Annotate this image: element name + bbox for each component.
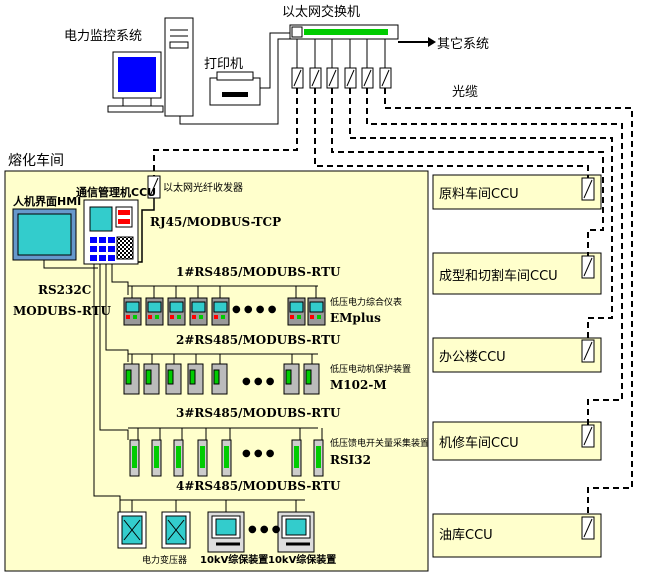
transformer-icon xyxy=(117,511,147,549)
protect2-label: 10kV综保装置 xyxy=(268,553,336,566)
printer-icon xyxy=(209,71,261,106)
fiber-cable-label: 光缆 xyxy=(452,84,478,100)
protect1-label: 10kV综保装置 xyxy=(200,553,268,566)
protection-relay-icon xyxy=(277,511,315,553)
ccu-label: 通信管理机CCU xyxy=(76,185,156,199)
transceiver-label: 以太网光纤收发器 xyxy=(163,181,243,194)
remote-ccu-label: 成型和切割车间CCU xyxy=(439,268,558,284)
bus2-devices xyxy=(123,354,320,395)
bus4-label: 4#RS485/MODUBS-RTU xyxy=(176,479,341,493)
hmi-label: 人机界面HMI xyxy=(13,194,81,208)
motor-module xyxy=(123,354,140,395)
protection-relay-icon xyxy=(207,511,245,553)
emplus-module xyxy=(307,286,326,326)
emplus-module xyxy=(145,286,164,326)
ethernet-switch-label: 以太网交换机 xyxy=(282,4,360,20)
dev1-desc: 低压电力综合仪表 xyxy=(330,296,402,308)
bus1-dots: ● ● ● ● xyxy=(232,304,277,315)
motor-module xyxy=(211,354,228,395)
bus3-devices xyxy=(129,428,324,477)
fiber-ports xyxy=(291,67,392,89)
hmi-screen xyxy=(12,208,77,261)
other-systems-label: 其它系统 xyxy=(437,36,489,52)
monitoring-system-label: 电力监控系统 xyxy=(64,29,142,44)
remote-ccu-box xyxy=(432,337,602,373)
fiber-routes xyxy=(153,88,633,517)
monitoring-computer xyxy=(107,17,194,117)
remote-ccu-box xyxy=(432,513,602,558)
emplus-module xyxy=(123,286,142,326)
motor-module xyxy=(283,354,300,395)
rsi-module xyxy=(221,428,232,477)
rsi-module xyxy=(151,428,162,477)
motor-module xyxy=(143,354,160,395)
transformer-icon xyxy=(161,511,191,549)
bus3-dots: ● ● ● xyxy=(242,448,275,459)
rsi-module xyxy=(129,428,140,477)
dev3-desc: 低压馈电开关量采集装置 xyxy=(330,437,429,449)
ethernet-switch-icon xyxy=(289,24,399,40)
remote-ccu-label: 原料车间CCU xyxy=(439,186,519,202)
emplus-module xyxy=(189,286,208,326)
dev2-desc: 低压电动机保护装置 xyxy=(330,363,411,375)
bus3-label: 3#RS485/MODUBS-RTU xyxy=(176,406,341,420)
bus2-dots: ● ● ● xyxy=(242,376,275,387)
rsi-module xyxy=(291,428,302,477)
remote-ccu-label: 办公楼CCU xyxy=(439,350,506,365)
emplus-module xyxy=(211,286,230,326)
rsi-module xyxy=(197,428,208,477)
ccu-device xyxy=(83,199,139,265)
motor-module xyxy=(187,354,204,395)
rsi-module xyxy=(313,428,324,477)
bus1-devices xyxy=(123,286,326,326)
workshop-title: 熔化车间 xyxy=(8,152,64,169)
motor-module xyxy=(165,354,182,395)
dev2-model: M102-M xyxy=(330,378,387,392)
bus4-dots: ● ● ● xyxy=(248,524,281,535)
computer-tower xyxy=(164,17,194,117)
remote-ccu-box xyxy=(432,252,602,295)
dev3-model: RSI32 xyxy=(330,453,371,467)
dev1-model: EMplus xyxy=(330,311,381,325)
modbus-rtu-label: MODUBS-RTU xyxy=(13,304,112,318)
remote-ccu-label: 机修车间CCU xyxy=(439,435,519,451)
bus2-label: 2#RS485/MODUBS-RTU xyxy=(176,333,341,347)
remote-ccu-label: 油库CCU xyxy=(439,527,493,543)
bus4-devices xyxy=(117,500,315,553)
emplus-module xyxy=(167,286,186,326)
bus1-label: 1#RS485/MODUBS-RTU xyxy=(176,265,341,279)
rsi-module xyxy=(173,428,184,477)
rs232-label: RS232C xyxy=(38,283,91,297)
remote-ccu-box xyxy=(432,174,602,210)
rj45-label: RJ45/MODBUS-TCP xyxy=(150,215,281,229)
motor-module xyxy=(303,354,320,395)
remote-ccu-list: 原料车间CCU 成型和切割车间CCU 办公楼CCU 机修车间CCU 油库CCU xyxy=(432,174,602,558)
transformer-label: 电力变压器 xyxy=(142,554,187,566)
remote-ccu-box xyxy=(432,421,602,461)
printer-label: 打印机 xyxy=(204,57,243,72)
emplus-module xyxy=(287,286,306,326)
